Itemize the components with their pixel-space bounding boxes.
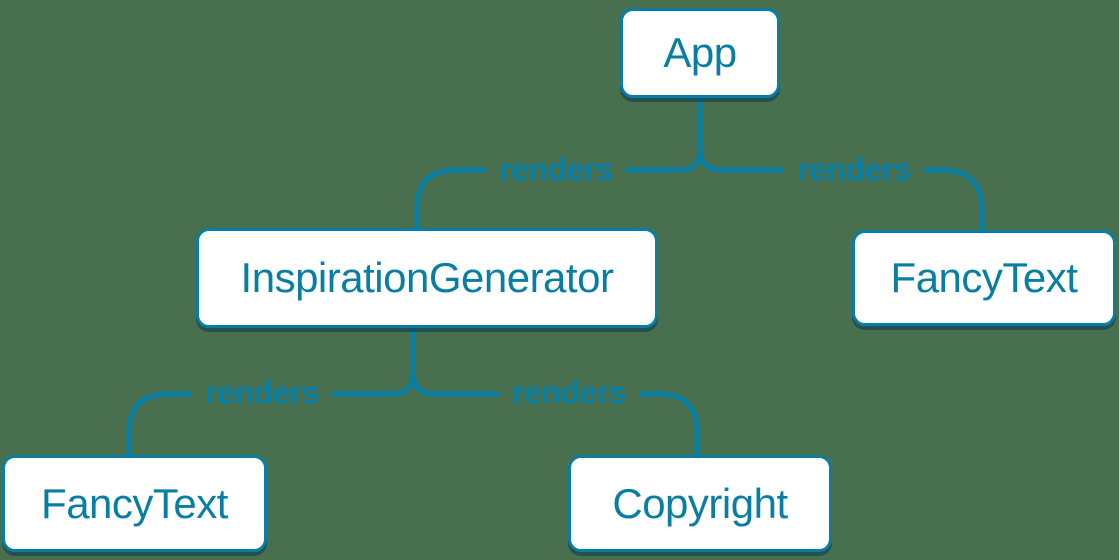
node-app: App xyxy=(620,8,780,98)
node-fancy-text-left: FancyText xyxy=(2,455,267,552)
edge-label-renders: renders xyxy=(192,375,332,411)
node-label: App xyxy=(663,29,737,76)
node-inspiration-generator: InspirationGenerator xyxy=(196,228,658,328)
node-label: Copyright xyxy=(612,479,788,527)
node-fancy-text-right: FancyText xyxy=(852,230,1116,326)
node-label: InspirationGenerator xyxy=(240,254,614,301)
node-copyright: Copyright xyxy=(568,455,832,552)
edge-label-renders: renders xyxy=(486,152,626,188)
edge-label-renders: renders xyxy=(784,152,924,188)
edge-label-renders: renders xyxy=(499,375,639,411)
edge-inspirationgenerator-to-copyright xyxy=(410,372,700,456)
edge-app-to-fancytext xyxy=(697,149,985,231)
node-label: FancyText xyxy=(41,479,228,527)
node-label: FancyText xyxy=(890,254,1078,301)
